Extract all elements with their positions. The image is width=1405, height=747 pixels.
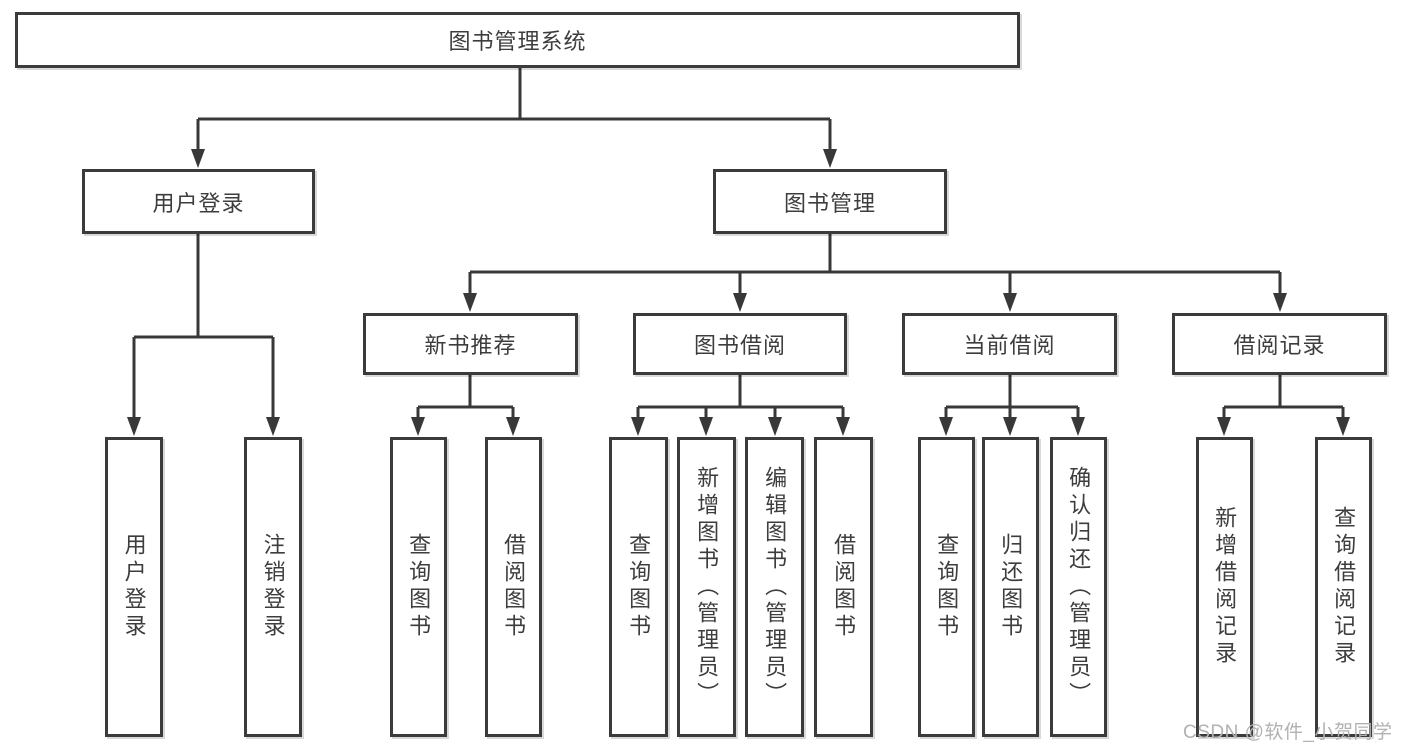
- leaf-query-borrow-record: 查询借阅记录: [1315, 437, 1372, 737]
- arrow-head: [733, 293, 747, 312]
- arrow-head: [768, 417, 782, 436]
- leaf-query-books-1-label: 查询图书: [406, 533, 432, 641]
- arrow-head: [1003, 293, 1017, 312]
- node-book-management: 图书管理: [713, 169, 947, 234]
- connector-current-borrow-to-leaves: [944, 375, 1080, 420]
- arrow-head: [699, 417, 713, 436]
- leaf-logout: 注销登录: [244, 437, 302, 737]
- node-book-borrowing: 图书借阅: [633, 313, 847, 375]
- connector-root-to-level2: [196, 66, 832, 152]
- leaf-query-books-3-label: 查询图书: [934, 533, 960, 641]
- node-root: 图书管理系统: [15, 12, 1020, 68]
- connector-records-to-leaves: [1222, 375, 1345, 420]
- arrow-head: [1071, 417, 1085, 436]
- leaf-add-borrow-record-label: 新增借阅记录: [1212, 506, 1238, 668]
- arrow-head: [823, 149, 837, 168]
- connector-book-mgmt-to-level3: [468, 233, 1282, 296]
- leaf-query-books-2: 查询图书: [609, 437, 668, 737]
- leaf-confirm-return-admin-label: 确认归还（管理员）: [1066, 465, 1092, 709]
- arrow-head: [1273, 293, 1287, 312]
- node-user-login-branch: 用户登录: [82, 169, 315, 234]
- connector-user-login-to-leaves: [132, 233, 275, 420]
- node-new-book-recommend: 新书推荐: [363, 313, 578, 375]
- leaf-return-books-label: 归还图书: [998, 533, 1024, 641]
- arrow-head: [836, 417, 850, 436]
- leaf-query-books-2-label: 查询图书: [626, 533, 652, 641]
- leaf-query-books-1: 查询图书: [390, 437, 447, 737]
- node-current-borrowing: 当前借阅: [902, 313, 1117, 375]
- arrow-head: [463, 293, 477, 312]
- arrow-head: [266, 417, 280, 436]
- arrow-head: [411, 417, 425, 436]
- arrow-head: [191, 149, 205, 168]
- arrow-head: [1003, 417, 1017, 436]
- leaf-return-books: 归还图书: [982, 437, 1039, 737]
- leaf-confirm-return-admin: 确认归还（管理员）: [1050, 437, 1107, 737]
- connector-book-borrow-to-leaves: [636, 375, 845, 420]
- node-borrowing-records: 借阅记录: [1172, 313, 1387, 375]
- leaf-edit-books-admin-label: 编辑图书（管理员）: [762, 465, 788, 709]
- csdn-watermark: CSDN @软件_小贺同学: [1183, 722, 1393, 743]
- leaf-logout-label: 注销登录: [260, 533, 286, 641]
- arrow-head: [1217, 417, 1231, 436]
- arrow-head: [939, 417, 953, 436]
- leaf-edit-books-admin: 编辑图书（管理员）: [745, 437, 804, 737]
- leaf-query-borrow-record-label: 查询借阅记录: [1331, 506, 1357, 668]
- leaf-user-login: 用户登录: [105, 437, 163, 737]
- arrow-head: [1336, 417, 1350, 436]
- connector-new-book-to-leaves: [416, 375, 515, 420]
- leaf-user-login-label: 用户登录: [121, 533, 147, 641]
- arrow-head: [127, 417, 141, 436]
- leaf-borrow-books-1: 借阅图书: [485, 437, 542, 737]
- leaf-query-books-3: 查询图书: [918, 437, 975, 737]
- leaf-add-borrow-record: 新增借阅记录: [1196, 437, 1253, 737]
- leaf-borrow-books-2: 借阅图书: [814, 437, 873, 737]
- leaf-add-books-admin: 新增图书（管理员）: [677, 437, 736, 737]
- leaf-add-books-admin-label: 新增图书（管理员）: [694, 465, 720, 709]
- arrow-head: [506, 417, 520, 436]
- arrow-head: [631, 417, 645, 436]
- leaf-borrow-books-1-label: 借阅图书: [501, 533, 527, 641]
- leaf-borrow-books-2-label: 借阅图书: [831, 533, 857, 641]
